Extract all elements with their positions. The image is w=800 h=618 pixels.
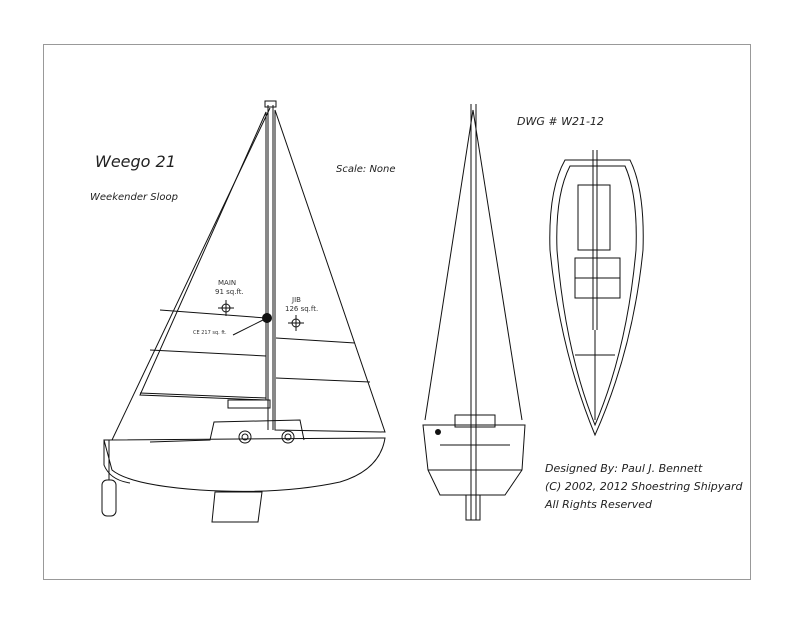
- side-profile-view: [101, 100, 386, 523]
- main-sail-area: 91 sq.ft.: [215, 288, 244, 296]
- jib: [274, 109, 386, 433]
- rudder: [101, 479, 117, 517]
- designer-credit: Designed By: Paul J. Bennett: [545, 462, 703, 475]
- boat-subtitle: Weekender Sloop: [90, 192, 178, 203]
- hull: [103, 437, 386, 492]
- hull-front: [422, 424, 526, 496]
- mainsail: [139, 111, 267, 401]
- boat-title: Weego 21: [95, 152, 176, 171]
- jib-label: JIB: [292, 296, 301, 304]
- drawing-border: [43, 44, 751, 580]
- keel: [211, 491, 263, 523]
- front-view: [422, 104, 526, 521]
- copyright: (C) 2002, 2012 Shoestring Shipyard: [545, 480, 743, 493]
- drawing-number: DWG # W21-12: [517, 115, 604, 128]
- ce-label: CE 217 sq. ft.: [193, 330, 227, 336]
- hatch: [577, 184, 611, 251]
- main-sail-label: MAIN: [218, 279, 237, 287]
- top-view: [549, 150, 644, 437]
- boom: [227, 399, 271, 409]
- scale-label: Scale: None: [336, 164, 396, 175]
- forestay: [111, 107, 271, 441]
- rights-reserved: All Rights Reserved: [545, 498, 653, 511]
- jib-area: 126 sq.ft.: [285, 305, 319, 313]
- ce-marker: [262, 313, 272, 323]
